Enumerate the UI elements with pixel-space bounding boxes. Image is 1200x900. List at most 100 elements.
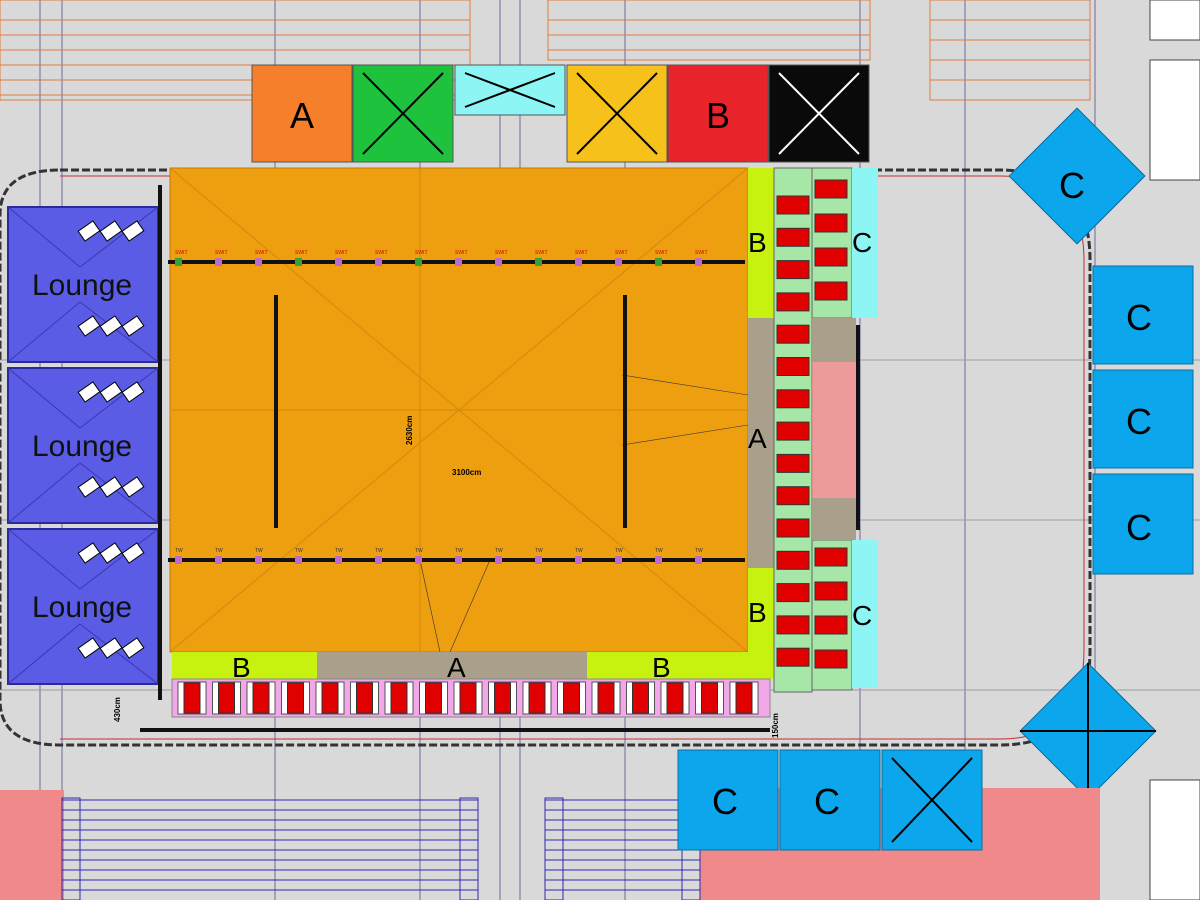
lounge-3[interactable]: Lounge (7, 528, 159, 685)
lounge-label: Lounge (32, 269, 132, 302)
lounge-sofa (121, 381, 145, 403)
booth-c-box[interactable] (779, 749, 881, 851)
table[interactable] (776, 550, 810, 570)
table[interactable] (814, 179, 848, 199)
top-stands-right (929, 0, 1091, 101)
table[interactable] (776, 583, 810, 603)
booth-top-b[interactable]: B (667, 64, 769, 163)
booth-top-black[interactable] (768, 64, 870, 163)
table[interactable] (183, 682, 201, 714)
truss-clamp (575, 556, 582, 564)
bottom-red-block-left (0, 790, 64, 900)
truss-tag-low-label: TW (615, 548, 623, 554)
zone-b-bottom-left[interactable] (172, 652, 317, 679)
table[interactable] (814, 615, 848, 635)
zone-b-right-bottom[interactable] (748, 568, 774, 652)
table[interactable] (390, 682, 408, 714)
table[interactable] (632, 682, 649, 714)
diamond-booth-top-label: C (1059, 165, 1085, 206)
booth-c-bottom-2[interactable]: C (779, 749, 881, 851)
booth-c-label: C (1126, 401, 1152, 442)
table[interactable] (776, 195, 810, 215)
zone-c-right-top[interactable] (852, 168, 878, 318)
zone-c-right-top-label: C (852, 227, 872, 258)
stand-stair (61, 797, 81, 900)
truss-tag-label: SWIT (695, 250, 708, 256)
booth-c-right-2[interactable]: C (1092, 369, 1194, 469)
booth-top-a[interactable]: A (251, 64, 353, 163)
lounge-sofa (77, 542, 101, 564)
table[interactable] (814, 247, 848, 267)
table[interactable] (494, 682, 511, 714)
table[interactable] (459, 682, 477, 714)
booth-c-box[interactable] (677, 749, 779, 851)
table[interactable] (735, 682, 753, 714)
lounge-label: Lounge (32, 591, 132, 624)
booth-c-right-1[interactable]: C (1092, 265, 1194, 365)
bottom-stands (61, 797, 701, 900)
booth-c-box[interactable] (1092, 369, 1194, 469)
booth-c-bottom-3[interactable] (881, 749, 983, 851)
table[interactable] (776, 292, 810, 312)
booth-top-yellow[interactable] (566, 64, 668, 163)
zone-c-right-bottom[interactable] (852, 540, 878, 688)
table[interactable] (814, 213, 848, 233)
table[interactable] (701, 682, 718, 714)
booth-top-a-box[interactable] (251, 64, 353, 163)
table[interactable] (814, 547, 848, 567)
table[interactable] (776, 227, 810, 247)
booth-top-cyan[interactable] (454, 64, 566, 116)
lounge-sofa (121, 542, 145, 564)
truss-tag-label: SWIT (655, 250, 668, 256)
zone-b-right-top[interactable] (748, 168, 774, 318)
table[interactable] (814, 649, 848, 669)
lounge-sofa (99, 220, 123, 242)
zone-b-bottom-right[interactable] (587, 652, 773, 679)
booth-top-green[interactable] (352, 64, 454, 163)
zone-a-right[interactable] (748, 318, 774, 568)
booth-c-right-4[interactable]: C (1092, 473, 1194, 575)
diamond-booth-bottom[interactable] (1019, 662, 1157, 800)
lounge-sofa (121, 637, 145, 659)
table[interactable] (321, 682, 339, 714)
lounge-2[interactable]: Lounge (7, 367, 159, 524)
truss-tag-low-label: TW (655, 548, 663, 554)
table[interactable] (425, 682, 442, 714)
table[interactable] (218, 682, 235, 714)
table[interactable] (776, 421, 810, 441)
table[interactable] (287, 682, 304, 714)
truss-tag-low-label: TW (255, 548, 263, 554)
table[interactable] (776, 486, 810, 506)
lounge-1[interactable]: Lounge (7, 206, 159, 363)
table[interactable] (776, 357, 810, 376)
table[interactable] (776, 324, 810, 344)
truss-tag-low-label: TW (335, 548, 343, 554)
table[interactable] (776, 518, 810, 538)
booth-c-box[interactable] (1092, 473, 1194, 575)
table[interactable] (563, 682, 580, 714)
table[interactable] (252, 682, 270, 714)
right-grey-bottom (812, 498, 856, 540)
booth-c-bottom-1[interactable]: C (677, 749, 779, 851)
truss-tag-label: SWIT (335, 250, 348, 256)
booth-top-b-box[interactable] (667, 64, 769, 163)
table[interactable] (356, 682, 373, 714)
table[interactable] (776, 453, 810, 473)
truss-clamp (375, 258, 382, 266)
diamond-booth-top[interactable]: C (1008, 107, 1146, 245)
court[interactable]: 3100cm 2630cm (169, 167, 749, 653)
zone-a-bottom[interactable] (317, 652, 587, 679)
table[interactable] (776, 647, 810, 667)
table[interactable] (776, 260, 810, 280)
table[interactable] (814, 581, 848, 601)
table[interactable] (597, 682, 615, 714)
booth-c-box[interactable] (1092, 265, 1194, 365)
table[interactable] (814, 281, 848, 301)
table[interactable] (776, 389, 810, 409)
truss-clamp (455, 556, 462, 564)
table[interactable] (528, 682, 546, 714)
table[interactable] (776, 615, 810, 635)
right-grey-top (812, 318, 856, 362)
table[interactable] (666, 682, 684, 714)
